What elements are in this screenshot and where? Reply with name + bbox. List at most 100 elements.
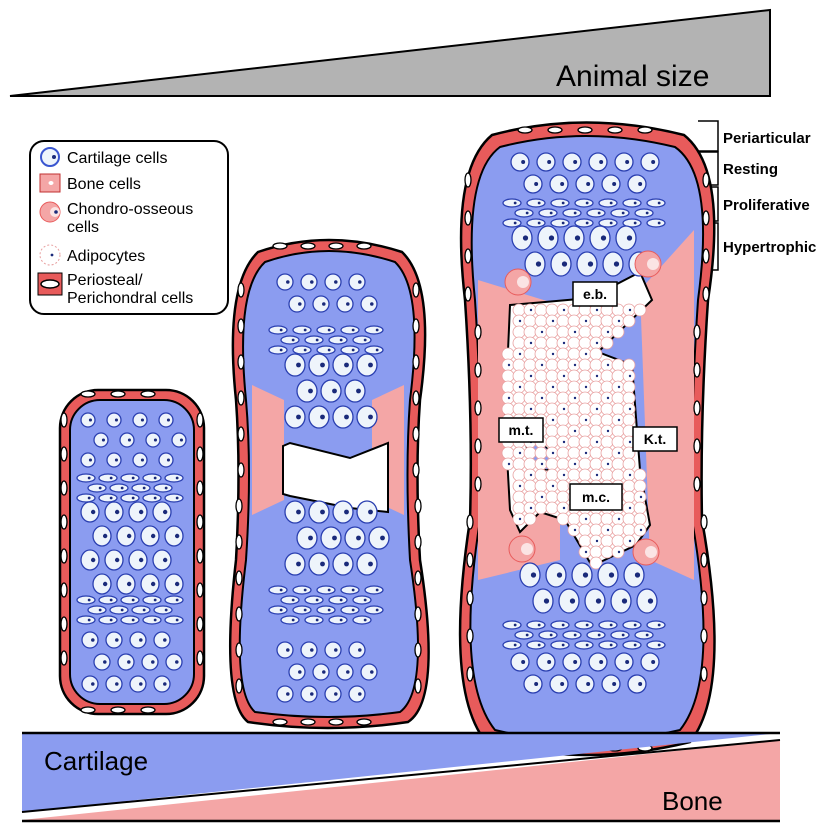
adipocyte [524,491,536,503]
periosteal-cell-icon [38,273,62,295]
cartilage-cell [117,574,135,594]
chondro-osseous-cell-icon [40,202,60,222]
cartilage-cell [333,354,353,376]
cartilage-cell [153,502,171,522]
periosteal-cell [329,243,343,249]
periosteal-cell [236,679,242,693]
tag-mc: m.c. [570,484,622,510]
cartilage-cell [143,474,161,482]
cartilage-cell [285,553,305,575]
cartilage-cell [349,686,365,702]
cartilage-cell [575,641,593,649]
cartilage-cell [281,616,299,624]
cartilage-cell [551,219,569,227]
periosteal-cell [236,571,242,585]
adipocyte [601,546,613,558]
adipocyte [546,337,558,349]
cartilage-cell [577,252,597,276]
cartilage-cell [313,296,329,312]
cartilage-cell [121,494,139,502]
periosteal-cell [236,643,242,657]
periosteal-cell [694,439,700,453]
adipocyte [579,458,591,470]
cartilage-cell [121,616,139,624]
periosteal-cell [413,319,419,333]
adipocyte [546,304,558,316]
cartilage-cell [77,494,95,502]
cartilage-cell [293,586,311,594]
periosteal-cell [703,249,709,263]
periosteal-cell [197,413,203,427]
adipocyte [590,315,602,327]
adipocyte [612,403,624,415]
periosteal-cell [301,243,315,249]
cartilage-cell [329,596,347,604]
periosteal-cell [81,391,95,397]
legend-label-adipocytes: Adipocytes [67,248,145,265]
growth-plate-zones: Periarticular Resting Proliferative Hype… [698,121,816,270]
cartilage-cell [538,226,558,250]
cartilage-cell [349,274,365,290]
cartilage-cell [533,589,553,613]
cartilage-cell [166,654,182,670]
svg-text:e.b.: e.b. [583,286,607,302]
cartilage-cell [269,326,287,334]
periosteal-cell [413,355,419,369]
cartilage-cell [576,675,594,693]
adipocyte [590,326,602,338]
adipocyte [590,392,602,404]
adipocyte [524,381,536,393]
periosteal-cell [701,553,707,567]
cartilage-cell [110,606,128,614]
adipocyte [590,458,602,470]
periosteal-cell [415,535,421,549]
cartilage-cell [165,526,183,546]
adipocyte [601,381,613,393]
cartilage-cell [572,563,592,587]
cartilage-cell [81,453,95,467]
cartilage-cell [146,433,160,447]
adipocyte [579,392,591,404]
cartilage-cell [277,642,293,658]
adipocyte [502,370,514,382]
cartilage-cell [628,675,646,693]
periosteal-cell [236,499,242,513]
adipocyte [557,359,569,371]
cartilage-cell [365,326,383,334]
cartilage-cell [81,413,95,427]
cartilage-cell [99,494,117,502]
cartilage-cell [277,274,293,290]
periosteal-cell [197,447,203,461]
cartilage-cell [511,653,529,671]
periosteal-cell [61,549,67,563]
cartilage-cell [120,433,134,447]
adipocyte [579,469,591,481]
cartilage-cell [141,526,159,546]
periosteal-cell [141,391,155,397]
adipocyte [535,480,547,492]
cartilage-cell [559,589,579,613]
periosteal-cell [273,719,287,725]
periosteal-cell [465,173,471,187]
adipocyte [623,491,635,503]
cartilage-cell [349,642,365,658]
periosteal-cell [236,607,242,621]
cartilage-cell [527,641,545,649]
cartilage-cell [325,642,341,658]
adipocyte [612,359,624,371]
legend-label-bone-cells: Bone cells [67,176,141,193]
cartilage-cell [154,632,170,648]
cartilage-cell [539,631,557,639]
cartilage-cell [503,219,521,227]
periosteal-cell [475,401,481,415]
cartilage-cell [365,606,383,614]
cartilage-cell [93,526,111,546]
periosteal-cell [81,707,95,713]
adipocyte [590,513,602,525]
periosteal-cell [61,515,67,529]
cartilage-cell [345,527,365,549]
adipocyte [579,326,591,338]
adipocyte [590,359,602,371]
periosteal-cell [413,283,419,297]
periosteal-cell [475,363,481,377]
